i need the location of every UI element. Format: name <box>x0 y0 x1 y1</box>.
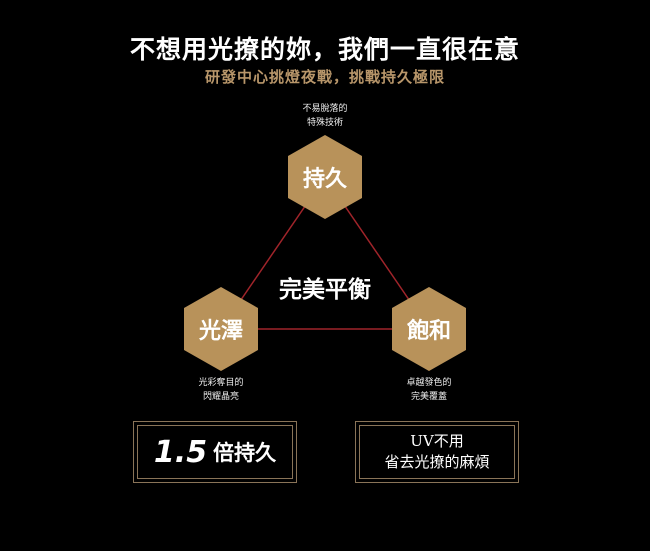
box-text: 倍持久 <box>213 440 277 465</box>
box-line: 省去光撩的麻煩 <box>384 453 490 471</box>
box-longlasting: 1.5 倍持久 <box>133 421 297 483</box>
note-line: 特殊技術 <box>306 118 343 128</box>
number: 1.5 <box>153 434 208 470</box>
note-durable: 不易脫落的特殊技術 <box>265 102 385 130</box>
headline: 不想用光撩的妳，我們一直很在意 <box>129 35 520 64</box>
note-saturation: 卓越發色的完美覆蓋 <box>369 376 489 404</box>
subheadline: 研發中心挑燈夜戰，挑戰持久極限 <box>204 68 445 86</box>
note-line: 完美覆蓋 <box>410 392 447 402</box>
box-line: UV不用 <box>410 432 464 450</box>
note-line: 閃耀晶亮 <box>202 392 239 402</box>
box-uv: UV不用 省去光撩的麻煩 <box>355 421 519 483</box>
note-line: 卓越發色的 <box>406 378 452 388</box>
center-label: 完美平衡 <box>279 276 371 303</box>
hex-durable: 持久 <box>288 135 362 219</box>
note-gloss: 光彩奪目的閃耀晶亮 <box>161 376 281 404</box>
note-line: 不易脫落的 <box>302 104 348 114</box>
note-line: 光彩奪目的 <box>198 378 244 388</box>
hex-saturation: 飽和 <box>392 287 466 371</box>
